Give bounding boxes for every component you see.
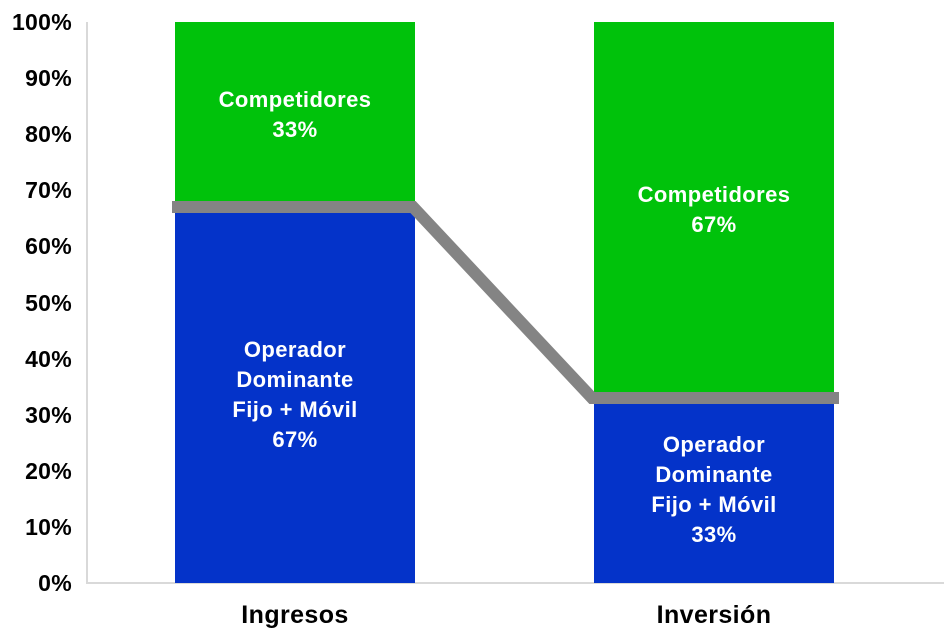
- segment-series-name-line1: Operador: [243, 337, 347, 363]
- segment-series-name-line3: Fijo + Móvil: [232, 397, 358, 423]
- y-tick-label-10: 10%: [25, 513, 72, 540]
- x-axis-line: [86, 582, 944, 584]
- segment-value: 67%: [272, 427, 318, 453]
- segment-series-name-line1: Operador: [662, 432, 766, 458]
- segment-series-name-line3: Fijo + Móvil: [651, 492, 777, 518]
- y-tick-label-80: 80%: [25, 121, 72, 148]
- segment-value: 33%: [691, 522, 737, 548]
- segment-competidores-ingresos: Competidores 33%: [175, 22, 415, 208]
- segment-value: 67%: [691, 211, 737, 237]
- y-tick-label-30: 30%: [25, 401, 72, 428]
- y-axis-line: [86, 22, 88, 583]
- y-tick-label-50: 50%: [25, 289, 72, 316]
- segment-series-name-line2: Dominante: [236, 367, 354, 393]
- segment-competidores-inversion: Competidores 67%: [594, 22, 834, 398]
- y-tick-label-70: 70%: [25, 177, 72, 204]
- bar-inversion: Competidores 67% Operador Dominante Fijo…: [594, 22, 834, 583]
- segment-operador-dominante-inversion: Operador Dominante Fijo + Móvil 33%: [594, 397, 834, 583]
- segment-series-name: Competidores: [218, 86, 372, 112]
- y-tick-label-0: 0%: [38, 570, 72, 596]
- segment-label: Operador Dominante Fijo + Móvil 67%: [232, 335, 357, 455]
- segment-series-name: Competidores: [637, 181, 791, 207]
- category-label-ingresos: Ingresos: [241, 601, 349, 629]
- bar-ingresos: Competidores 33% Operador Dominante Fijo…: [175, 22, 415, 583]
- segment-label: Competidores 33%: [219, 85, 372, 145]
- segment-label: Competidores 67%: [638, 180, 791, 240]
- segment-series-name-line2: Dominante: [655, 462, 773, 488]
- segment-value: 33%: [272, 116, 318, 142]
- y-tick-label-20: 20%: [25, 457, 72, 484]
- y-tick-label-60: 60%: [25, 233, 72, 260]
- y-tick-label-40: 40%: [25, 345, 72, 372]
- segment-label: Operador Dominante Fijo + Móvil 33%: [651, 430, 776, 550]
- y-tick-label-100: 100%: [11, 9, 72, 35]
- category-label-inversion: Inversión: [656, 601, 772, 629]
- segment-operador-dominante-ingresos: Operador Dominante Fijo + Móvil 67%: [175, 207, 415, 583]
- y-tick-label-90: 90%: [25, 65, 72, 92]
